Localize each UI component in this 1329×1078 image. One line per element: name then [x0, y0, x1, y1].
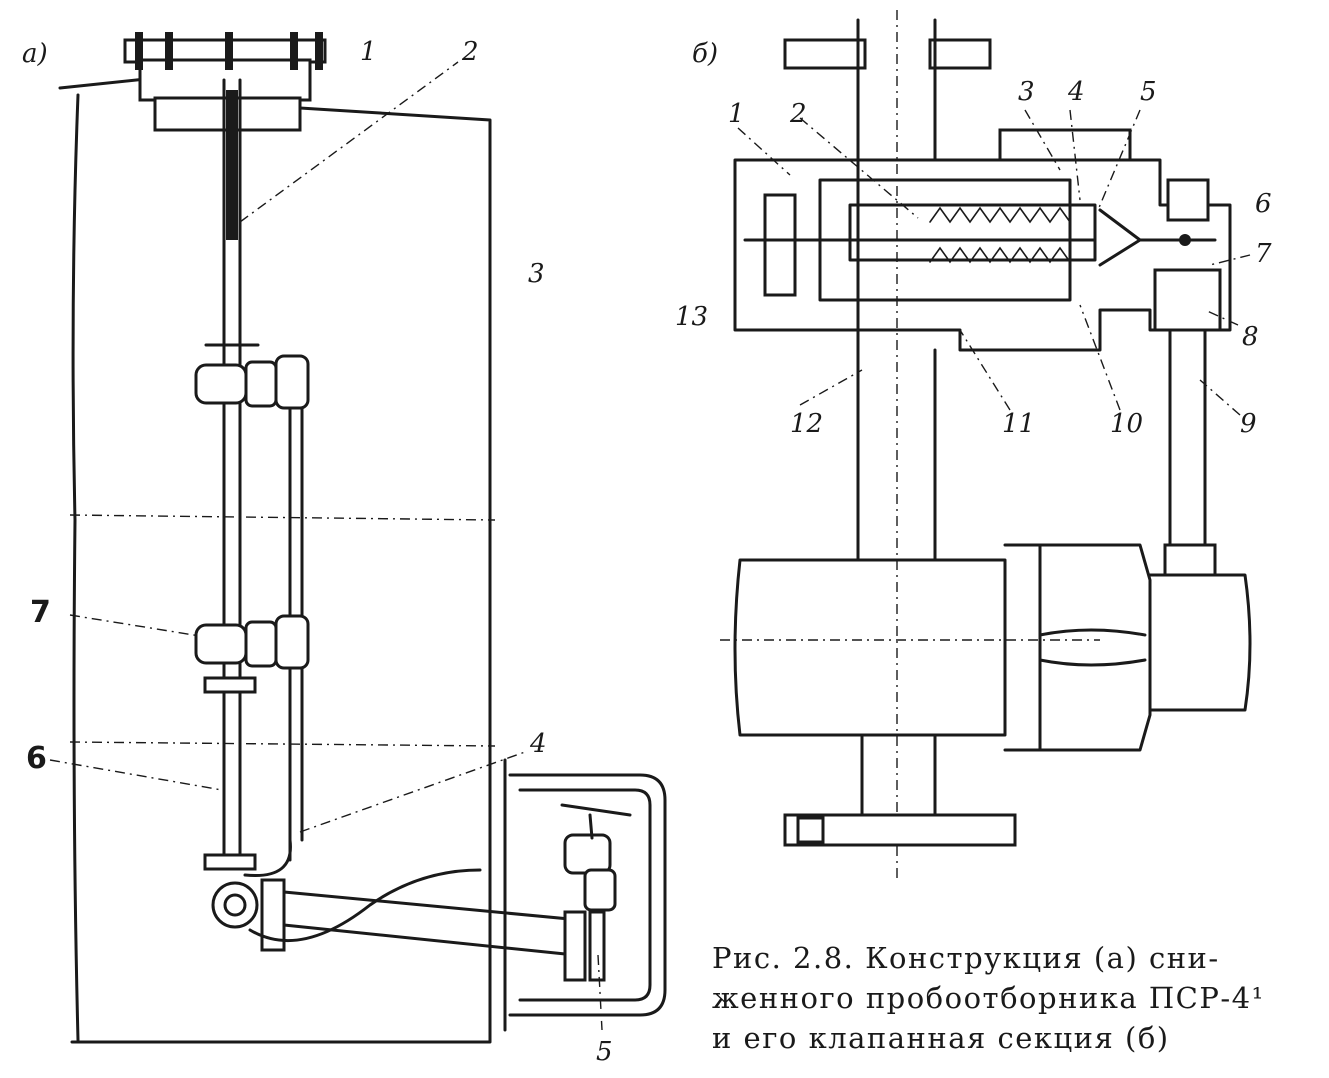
- callout-b-7: 7: [1255, 239, 1272, 269]
- panel-a-drawing: [58, 32, 667, 1044]
- callout-a-7: 7: [30, 595, 51, 630]
- panel-b-annotations: б) 1 2 3 4 5 6 7 8 9 10 11 12 13: [675, 39, 1272, 439]
- callout-b-5: 5: [1140, 77, 1157, 107]
- callout-b-10: 10: [1110, 409, 1143, 439]
- panel-b-label: б): [692, 39, 718, 69]
- callout-b-4: 4: [1067, 77, 1085, 107]
- caption-line: женного пробоотборника ПСР-4¹: [712, 981, 1265, 1015]
- callout-a-2: 2: [461, 37, 479, 67]
- callout-a-5: 5: [596, 1037, 613, 1067]
- callout-b-3: 3: [1018, 77, 1035, 107]
- callout-a-6: 6: [26, 741, 47, 776]
- callout-b-2: 2: [789, 99, 807, 129]
- caption-line: и его клапанная секция (б): [712, 1021, 1170, 1055]
- callout-a-4: 4: [529, 729, 547, 759]
- callout-b-13: 13: [675, 302, 708, 332]
- caption-line: Рис. 2.8. Конструкция (а) сни-: [712, 941, 1220, 975]
- panel-b-drawing: [720, 10, 1252, 880]
- panel-a-annotations: а) 1 2 3 4 5 6 7: [22, 37, 613, 1067]
- callout-b-9: 9: [1240, 409, 1257, 439]
- callout-b-8: 8: [1242, 322, 1259, 352]
- callout-b-1: 1: [728, 99, 745, 129]
- panel-a-label: а): [22, 39, 48, 69]
- figure-caption: Рис. 2.8. Конструкция (а) сни- женного п…: [712, 938, 1312, 1058]
- callout-a-3: 3: [528, 259, 545, 289]
- callout-b-12: 12: [790, 409, 823, 439]
- callout-b-11: 11: [1002, 409, 1035, 439]
- callout-b-6: 6: [1255, 189, 1272, 219]
- callout-a-1: 1: [360, 37, 377, 67]
